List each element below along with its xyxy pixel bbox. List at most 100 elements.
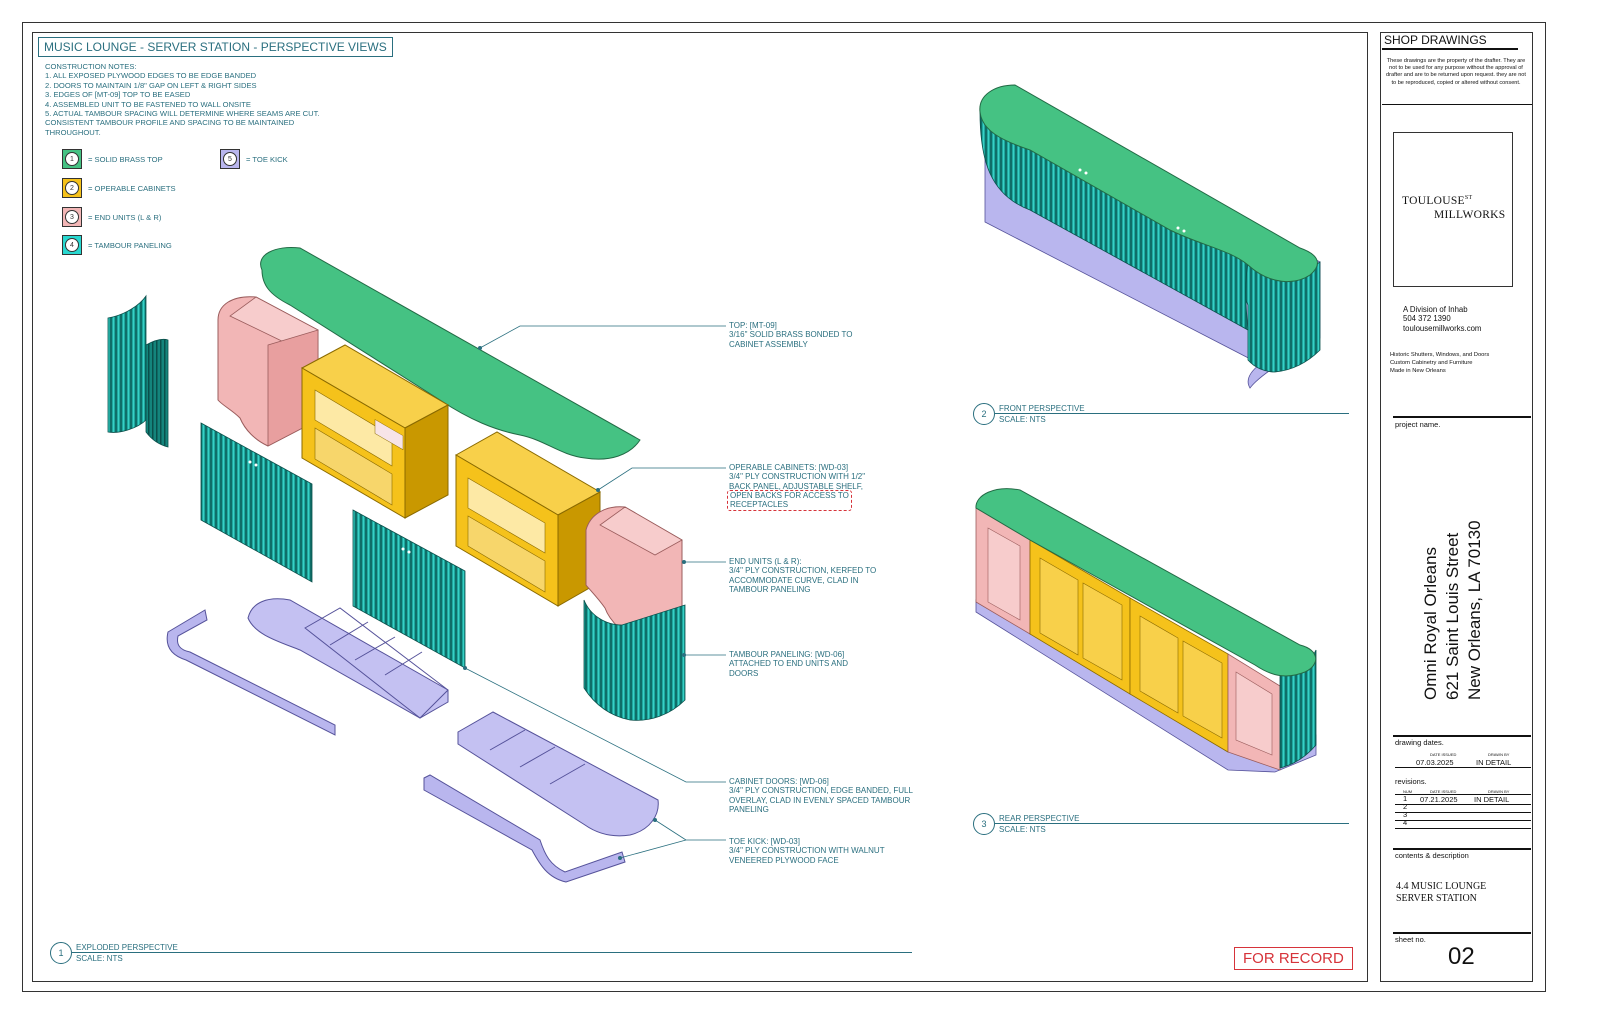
divider [1393, 932, 1531, 934]
rear-perspective-model [975, 488, 1317, 773]
division-text: A Division of Inhab [1403, 305, 1468, 314]
website-text: toulousemillworks.com [1403, 323, 1482, 333]
rev-num: 4 [1403, 818, 1408, 827]
project-line: New Orleans, LA 70130 [1465, 520, 1484, 700]
rev-num: 2 [1403, 802, 1408, 811]
drawing-dates-label: drawing dates. [1395, 738, 1444, 747]
callout-operable-cabinets: OPERABLE CABINETS: [WD-03] 3/4" PLY CONS… [729, 463, 866, 491]
note-line: 3. EDGES OF [MT-09] TOP TO BE EASED [45, 90, 191, 100]
divider [1382, 48, 1518, 50]
logo-text: MILLWORKS [1434, 209, 1506, 221]
note-line: THROUGHOUT. [45, 127, 101, 137]
date-issued-value: 07.03.2025 [1416, 758, 1454, 767]
view-underline [72, 952, 912, 953]
note-line: CONSTRUCTION NOTES: [45, 62, 137, 71]
legend-item-cabinets: 2 = OPERABLE CABINETS [62, 178, 176, 198]
divider [1395, 804, 1531, 805]
divider [1382, 104, 1532, 105]
legend-swatch: 1 [62, 149, 82, 169]
toe-kick-right [423, 711, 659, 883]
toe-kick-left [166, 598, 449, 736]
revision-numbers: 1 2 3 4 [1403, 795, 1407, 827]
title-block [1380, 32, 1533, 982]
divider [1395, 812, 1531, 813]
logo-text: TOULOUSE [1402, 195, 1465, 207]
divider [1393, 735, 1531, 737]
company-logo: TOULOUSEST MILLWORKS [1393, 132, 1513, 287]
rev-num: 3 [1403, 810, 1408, 819]
legend-item-brass-top: 1 = SOLID BRASS TOP [62, 149, 163, 169]
note-line: 1. ALL EXPOSED PLYWOOD EDGES TO BE EDGE … [45, 71, 257, 81]
divider [1393, 416, 1531, 418]
view-scale: SCALE: NTS [999, 825, 1046, 834]
note-line: 2. DOORS TO MAINTAIN 1/8" GAP ON LEFT & … [45, 80, 257, 90]
view-scale: SCALE: NTS [999, 415, 1046, 424]
sheet-title: MUSIC LOUNGE - SERVER STATION - PERSPECT… [38, 37, 393, 57]
view-underline [995, 823, 1349, 824]
service-line: Made in New Orleans [1390, 368, 1446, 374]
brass-top-exploded [260, 246, 641, 460]
contents-line: SERVER STATION [1396, 892, 1477, 904]
for-record-stamp: FOR RECORD [1234, 947, 1353, 970]
cabinet-door-tambour-2 [352, 509, 466, 669]
callout-toe-kick: TOE KICK: [WD-03] 3/4" PLY CONSTRUCTION … [729, 837, 885, 865]
view-number: 2 [973, 403, 995, 425]
legend-swatch: 3 [62, 207, 82, 227]
operable-cabinet-1 [300, 344, 450, 519]
legend-item-end-units: 3 = END UNITS (L & R) [62, 207, 161, 227]
disclaimer-text: These drawings are the property of the d… [1386, 58, 1526, 86]
view-name: EXPLODED PERSPECTIVE [76, 943, 178, 952]
divider [1395, 794, 1531, 795]
project-name: Omni Royal Orleans 621 Saint Louis Stree… [1420, 520, 1486, 700]
callout-top: TOP: [MT-09] 3/16" SOLID BRASS BONDED TO… [729, 321, 853, 349]
legend-item-toe-kick: 5 = TOE KICK [220, 149, 288, 169]
service-line: Historic Shutters, Windows, and Doors [1390, 352, 1490, 358]
callout-cabinet-doors: CABINET DOORS: [WD-06] 3/4" PLY CONSTRUC… [729, 777, 913, 814]
legend-label: = END UNITS (L & R) [88, 212, 162, 222]
rev-date: 07.21.2025 [1420, 795, 1458, 804]
contents-description: 4.4 MUSIC LOUNGE SERVER STATION [1396, 881, 1486, 904]
shop-drawings-header: SHOP DRAWINGS [1384, 33, 1487, 47]
rev-by: IN DETAIL [1474, 795, 1510, 804]
operable-cabinet-2 [454, 431, 602, 607]
view-label-front: 2 FRONT PERSPECTIVE SCALE: NTS [973, 403, 1085, 425]
view-number: 1 [50, 942, 72, 964]
callout-end-units: END UNITS (L & R): 3/4" PLY CONSTRUCTION… [729, 557, 877, 594]
legend-label: = TAMBOUR PANELING [88, 240, 172, 250]
legend-swatch: 5 [220, 149, 240, 169]
view-scale: SCALE: NTS [76, 954, 123, 963]
legend-item-tambour: 4 = TAMBOUR PANELING [62, 235, 172, 255]
project-line: 621 Saint Louis Street [1443, 532, 1462, 700]
legend-swatch: 2 [62, 178, 82, 198]
callout-tambour-paneling: TAMBOUR PANELING: [WD-06] ATTACHED TO EN… [729, 650, 848, 678]
divider [1395, 767, 1531, 768]
drawn-by-value: IN DETAIL [1476, 758, 1512, 767]
legend-swatch: 4 [62, 235, 82, 255]
construction-notes: CONSTRUCTION NOTES: 1. ALL EXPOSED PLYWO… [45, 62, 320, 137]
revisions-label: revisions. [1395, 777, 1427, 786]
divider [1395, 828, 1531, 829]
rev-by-header: DRAWN BY [1488, 789, 1510, 794]
note-line: 4. ASSEMBLED UNIT TO BE FASTENED TO WALL… [45, 99, 251, 109]
front-perspective-model [979, 84, 1321, 389]
rev-num-header: NUM [1403, 789, 1413, 794]
note-line: 5. ACTUAL TAMBOUR SPACING WILL DETERMINE… [45, 109, 320, 119]
divider [1395, 820, 1531, 821]
divider [1393, 848, 1531, 850]
rev-date-header: DATE ISSUED [1430, 789, 1457, 794]
drawing-sheet-border [22, 22, 1546, 992]
view-name: FRONT PERSPECTIVE [999, 404, 1085, 413]
project-name-label: project name. [1395, 420, 1441, 429]
rev-num: 1 [1403, 794, 1408, 803]
leader-lines [464, 325, 726, 859]
company-contact: A Division of Inhab 504 372 1390 toulous… [1403, 305, 1481, 333]
phone-text: 504 372 1390 [1403, 314, 1451, 324]
date-issued-header: DATE ISSUED [1430, 752, 1457, 757]
view-label-exploded: 1 EXPLODED PERSPECTIVE SCALE: NTS [50, 942, 178, 964]
view-name: REAR PERSPECTIVE [999, 814, 1080, 823]
project-line: Omni Royal Orleans [1421, 546, 1440, 700]
logo-sup: ST [1464, 195, 1473, 202]
contents-line: 4.4 MUSIC LOUNGE [1396, 881, 1487, 892]
sheet-no-label: sheet no. [1395, 935, 1426, 944]
